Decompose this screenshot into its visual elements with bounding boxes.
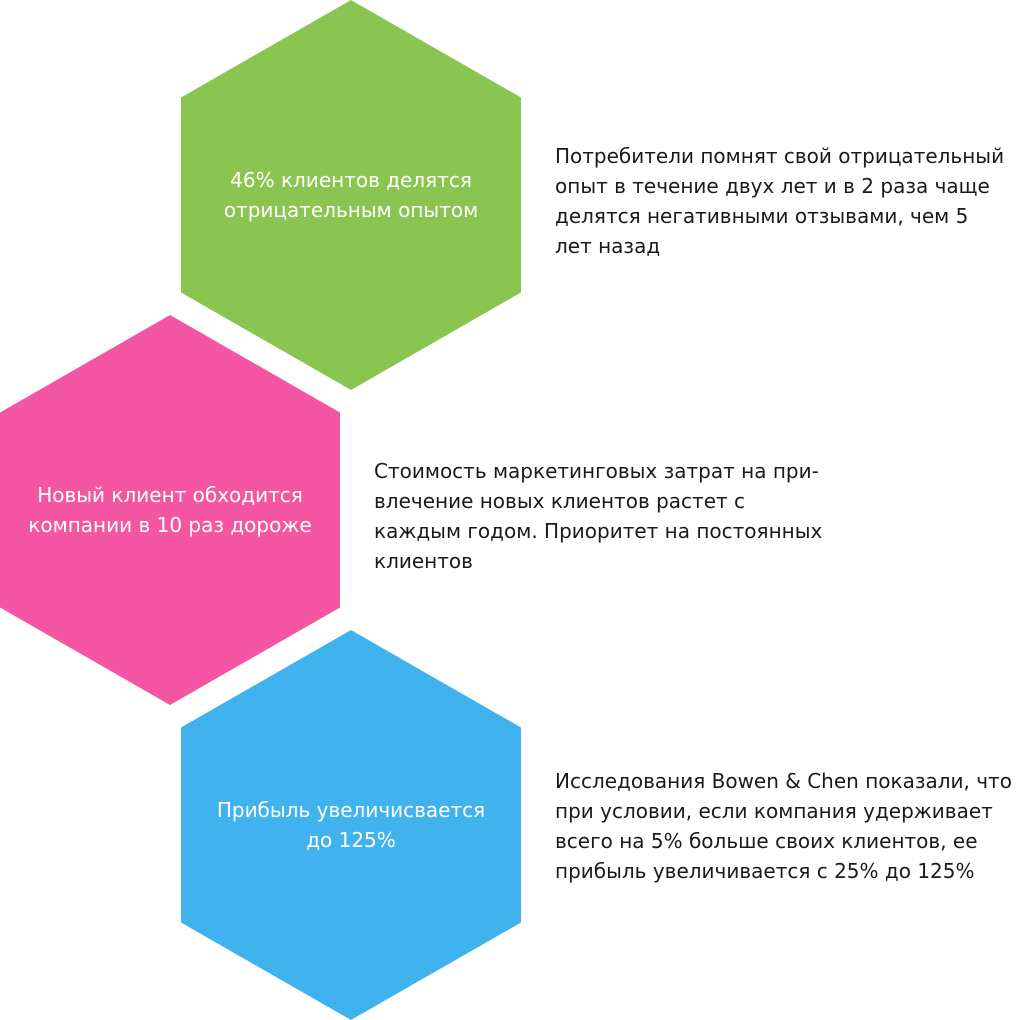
- description-new-client-cost: Стоимость маркетинговых затрат на при- в…: [374, 459, 823, 573]
- description-profit-growth: Исследования Bowen & Chen показали, что …: [555, 769, 1012, 883]
- hexagon-new-client-cost: Новый клиент обходится компании в 10 раз…: [0, 315, 340, 705]
- description-negative-experience: Потребители помнят свой отрицательный оп…: [555, 144, 1005, 258]
- hexagon-negative-experience: 46% клиентов делятся отрицательным опыто…: [181, 0, 521, 390]
- hexagon-profit-growth: Прибыль увеличисвается до 125%: [181, 630, 521, 1020]
- hexagon-label: Новый клиент обходится компании в 10 раз…: [28, 483, 312, 537]
- hexagon-label: 46% клиентов делятся отрицательным опыто…: [223, 168, 479, 222]
- hexagon-label: Прибыль увеличисвается до 125%: [216, 798, 486, 852]
